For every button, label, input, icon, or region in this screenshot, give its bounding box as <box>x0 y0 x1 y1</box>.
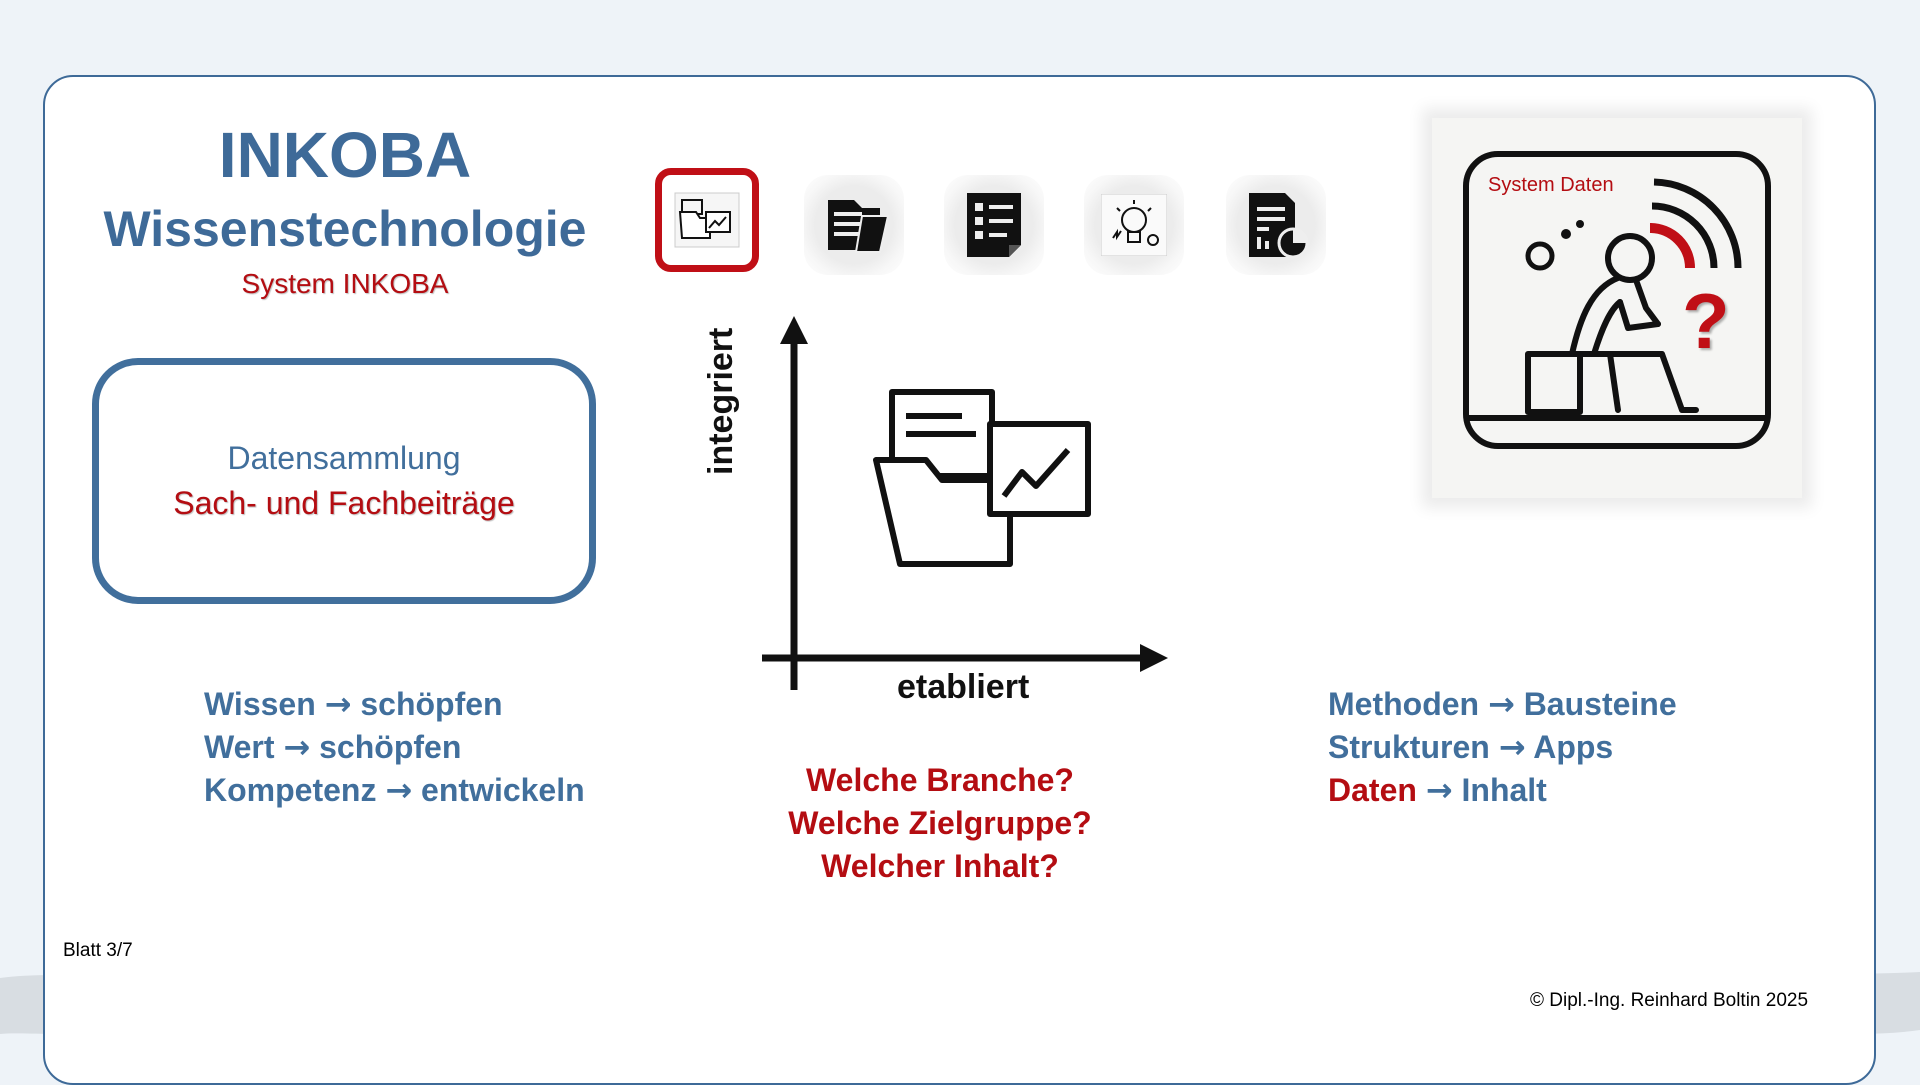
axis-diagram <box>762 316 1168 690</box>
list-item: Wert → schöpfen <box>204 728 462 766</box>
sheet-number: Blatt 3/7 <box>63 940 133 961</box>
list-item: Daten → Inhalt <box>1328 771 1547 809</box>
checklist-icon-button[interactable] <box>944 175 1044 275</box>
left-list: Wissen → schöpfen Wert → schöpfen Kompet… <box>204 683 585 812</box>
list-item: Methoden → Bausteine <box>1328 685 1677 723</box>
x-axis-label: etabliert <box>897 668 1030 706</box>
box-line-1: Datensammlung <box>227 440 461 476</box>
document-chart-icon <box>1249 193 1309 259</box>
folder-chart-icon-button[interactable] <box>655 168 759 272</box>
arrow-right-icon: → <box>1425 771 1453 809</box>
question-item: Welche Zielgruppe? <box>788 805 1092 841</box>
system-data-card: System Daten ? <box>1432 118 1802 498</box>
checklist-icon <box>967 193 1021 257</box>
page-title: INKOBA <box>218 119 472 191</box>
question-mark-icon: ? <box>1682 277 1730 365</box>
folder-icon-button[interactable] <box>804 175 904 275</box>
list-item: Wissen → schöpfen <box>204 685 503 723</box>
lightbulb-icon-button[interactable] <box>1084 175 1184 275</box>
system-label: System INKOBA <box>241 268 449 299</box>
card-label: System Daten <box>1488 174 1614 196</box>
arrow-right-icon: → <box>385 771 413 809</box>
copyright-text: © Dipl.-Ing. Reinhard Boltin 2025 <box>1530 990 1809 1011</box>
folder-chart-illustration <box>873 389 1091 567</box>
arrow-right-icon: → <box>1498 728 1526 766</box>
arrow-right-icon: → <box>283 728 311 766</box>
right-list: Methoden → Bausteine Strukturen → Apps D… <box>1328 683 1677 812</box>
document-chart-icon-button[interactable] <box>1226 175 1326 275</box>
y-axis-arrowhead <box>780 316 808 344</box>
data-collection-box: Datensammlung Sach- und Fachbeiträge <box>92 358 596 604</box>
folder-icon <box>828 200 890 253</box>
box-line-2: Sach- und Fachbeiträge <box>173 485 515 521</box>
thinker-illustration <box>1463 151 1771 449</box>
arrow-right-icon: → <box>1487 685 1515 723</box>
arrow-right-icon: → <box>324 685 352 723</box>
list-item: Strukturen → Apps <box>1328 728 1614 766</box>
lightbulb-icon <box>1101 194 1167 256</box>
y-axis-label: integriert <box>702 327 740 475</box>
questions-list: Welche Branche? Welche Zielgruppe? Welch… <box>740 759 1140 888</box>
page-subtitle: Wissenstechnologie <box>103 201 587 257</box>
list-item: Kompetenz → entwickeln <box>204 771 585 809</box>
question-item: Welcher Inhalt? <box>821 848 1059 884</box>
x-axis-arrowhead <box>1140 644 1168 672</box>
question-item: Welche Branche? <box>806 762 1074 798</box>
folder-chart-icon <box>674 192 740 248</box>
